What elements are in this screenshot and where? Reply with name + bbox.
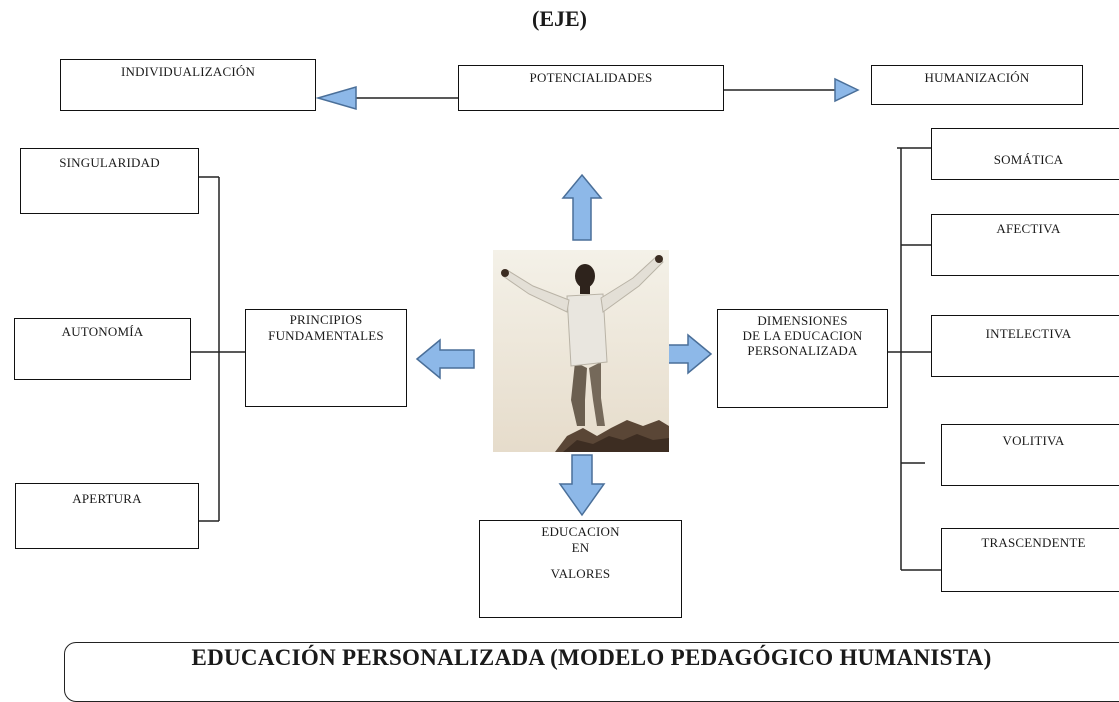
label-somatica: SOMÁTICA (993, 152, 1064, 167)
block-arrow-right (667, 333, 713, 375)
label-individualizacion: INDIVIDUALIZACIÓN (120, 64, 256, 79)
box-afectiva (931, 214, 1119, 276)
label-potencialidades: POTENCIALIDADES (529, 70, 653, 85)
box-somatica (931, 128, 1119, 180)
connector-layer (191, 77, 941, 571)
label-principios-line1: PRINCIPIOS (289, 312, 363, 327)
box-volitiva (941, 424, 1119, 486)
label-dimensiones-line1: DIMENSIONES (757, 313, 848, 328)
label-apertura: APERTURA (72, 491, 142, 506)
label-trascendente: TRASCENDENTE (981, 535, 1086, 550)
block-arrow-left (415, 338, 475, 380)
diagram-title: (EJE) (532, 6, 587, 31)
label-autonomia: AUTONOMÍA (61, 324, 144, 339)
box-humanizacion (871, 65, 1083, 105)
label-humanizacion: HUMANIZACIÓN (924, 70, 1030, 85)
box-potencialidades (458, 65, 724, 111)
box-individualizacion (60, 59, 316, 111)
label-dimensiones-line2: DE LA EDUCACION (742, 328, 863, 343)
box-trascendente (941, 528, 1119, 592)
label-intelectiva: INTELECTIVA (985, 326, 1072, 341)
block-arrow-up (561, 173, 603, 241)
block-arrow-down (558, 454, 606, 517)
footer-title: EDUCACIÓN PERSONALIZADA (MODELO PEDAGÓGI… (191, 645, 992, 670)
label-singularidad: SINGULARIDAD (59, 155, 160, 170)
arrow-right-humanizacion (834, 77, 860, 103)
box-singularidad (20, 148, 199, 214)
label-dimensiones-line3: PERSONALIZADA (747, 343, 858, 358)
label-volitiva: VOLITIVA (1002, 433, 1065, 448)
box-autonomia (14, 318, 191, 380)
box-intelectiva (931, 315, 1119, 377)
box-principios-fundamentales (245, 309, 407, 407)
label-principios-line2: FUNDAMENTALES (268, 328, 384, 343)
central-photo (493, 250, 669, 452)
box-dimensiones (717, 309, 888, 408)
label-educacion-line1: EDUCACION (541, 524, 620, 539)
arrow-left-individualizacion (315, 86, 357, 110)
label-educacion-line3: VALORES (550, 566, 611, 581)
box-apertura (15, 483, 199, 549)
label-educacion-line2: EN (571, 540, 590, 555)
box-educacion-en-valores (479, 520, 682, 618)
label-afectiva: AFECTIVA (996, 221, 1061, 236)
